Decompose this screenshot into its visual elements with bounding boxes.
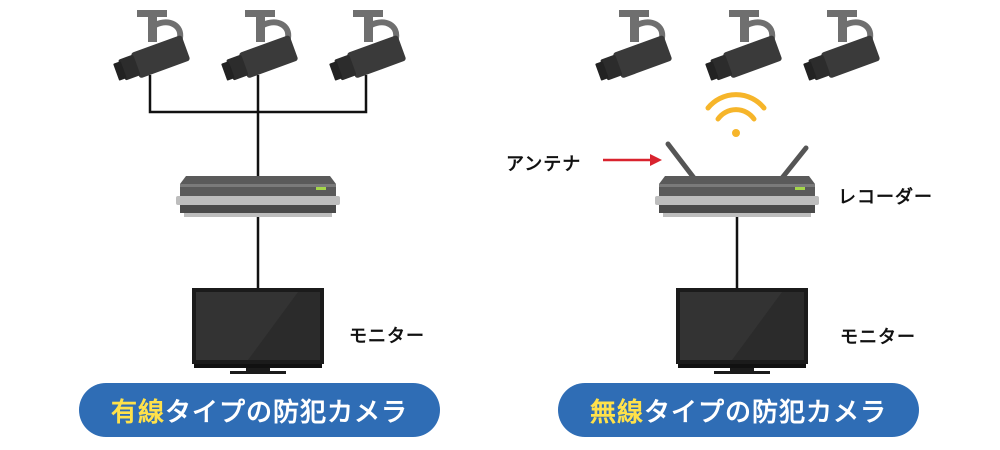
- wired-camera-2: [221, 10, 298, 81]
- antenna-label: アンテナ: [506, 154, 582, 175]
- wireless-title-highlight: 無線: [589, 397, 644, 428]
- wired-monitor: [192, 288, 324, 374]
- wireless-title-pill: 無線タイプの防犯カメラ: [558, 383, 919, 437]
- wireless-title-text: タイプの防犯カメラ: [644, 397, 888, 428]
- antenna-icon: [665, 141, 809, 181]
- arrow-icon: [603, 154, 662, 166]
- wired-title-pill: 有線タイプの防犯カメラ: [79, 383, 440, 437]
- wireless-monitor-label: モニター: [840, 327, 916, 348]
- wireless-recorder: [655, 176, 819, 217]
- wired-title-text: タイプの防犯カメラ: [165, 397, 409, 428]
- recorder-label: レコーダー: [838, 187, 933, 208]
- wireless-monitor: [676, 288, 808, 374]
- wired-camera-1: [113, 10, 190, 81]
- wired-monitor-label: モニター: [349, 326, 425, 347]
- wifi-icon: [705, 92, 767, 137]
- wireless-camera-2: [705, 10, 782, 81]
- wired-recorder: [176, 176, 340, 217]
- wired-cable: [148, 75, 368, 290]
- wireless-camera-1: [595, 10, 672, 81]
- wired-camera-3: [329, 10, 406, 81]
- wireless-camera-3: [803, 10, 880, 81]
- wired-title-highlight: 有線: [110, 397, 165, 428]
